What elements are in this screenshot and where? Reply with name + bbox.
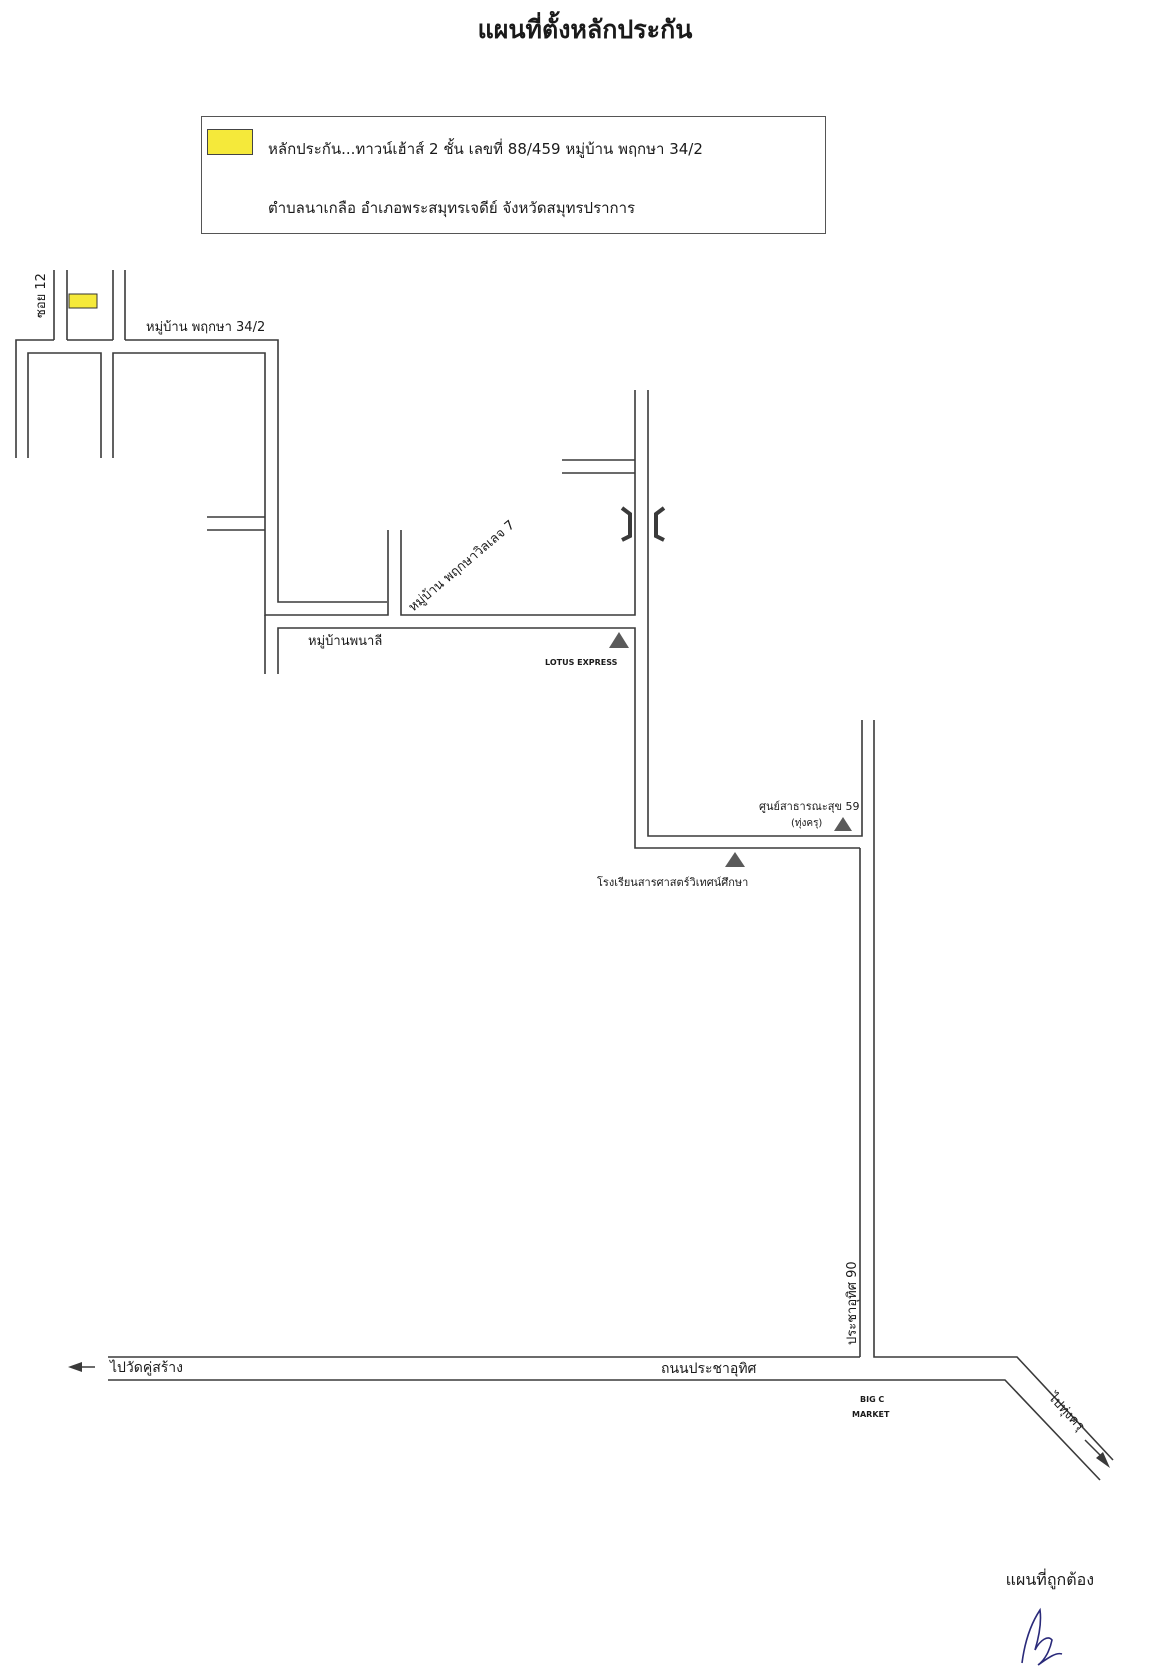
page-title: แผนที่ตั้งหลักประกัน — [477, 15, 693, 44]
bridge-mark-right — [654, 506, 666, 542]
to-wat-label: ไปวัดคู่สร้าง — [110, 1360, 184, 1376]
collateral-marker — [68, 293, 98, 309]
panali-label: หมู่บ้านพนาลี — [308, 634, 383, 649]
big-c-market-label: MARKET — [852, 1410, 890, 1419]
pruksa-34-2-label: หมู่บ้าน พฤกษา 34/2 — [146, 320, 266, 335]
arrow-to-thung-khru-icon — [1084, 1439, 1110, 1468]
soi12-label: ซอย 12 — [34, 273, 49, 318]
school-landmark-icon — [725, 852, 745, 867]
lotus-label: LOTUS EXPRESS — [545, 658, 618, 667]
legend-swatch — [207, 129, 253, 155]
health-center-landmark-icon — [834, 817, 852, 831]
legend-line-1: หลักประกัน...ทาวน์เฮ้าส์ 2 ชั้น เลขที่ 8… — [268, 140, 703, 158]
rotated-labels: ซอย 12 หมู่บ้าน พฤกษาวิลเลจ 7 ประชาอุทิศ… — [34, 273, 1088, 1434]
health-center-label: ศูนย์สาธารณะสุข 59 — [759, 800, 860, 813]
signature-mark — [1021, 1607, 1063, 1666]
verified-label: แผนที่ถูกต้อง — [1005, 1570, 1094, 1589]
lotus-landmark-icon — [609, 632, 629, 648]
legend-line-2: ตำบลนาเกลือ อำเภอพระสมุทรเจดีย์ จังหวัดส… — [268, 199, 636, 217]
school-label: โรงเรียนสารศาสตร์วิเทศน์ศึกษา — [597, 876, 749, 889]
road-network — [15, 270, 1114, 1481]
pruksavill7-label: หมู่บ้าน พฤกษาวิลเลจ 7 — [406, 518, 518, 615]
big-c-label: BIG C — [860, 1395, 885, 1404]
legend-box: หลักประกัน...ทาวน์เฮ้าส์ 2 ชั้น เลขที่ 8… — [201, 116, 826, 234]
bridge-mark-left — [620, 506, 632, 542]
pracha-uthit-90-label: ประชาอุทิศ 90 — [845, 1261, 860, 1345]
arrow-to-wat-icon — [68, 1362, 95, 1372]
health-center-sub-label: (ทุ่งครุ) — [791, 818, 823, 829]
pracha-uthit-road-label: ถนนประชาอุทิศ — [661, 1361, 757, 1377]
